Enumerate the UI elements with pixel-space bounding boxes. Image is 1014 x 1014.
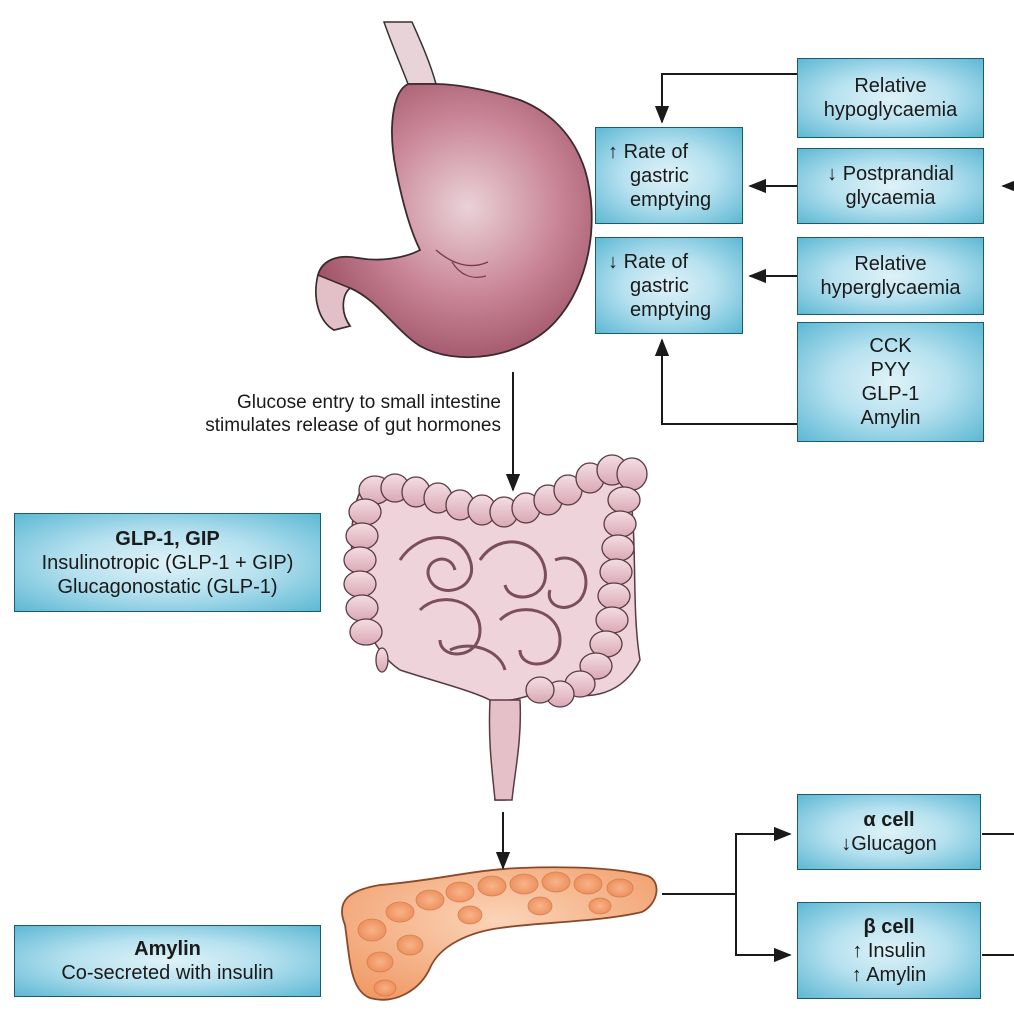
up-arrow-icon: ↑ [608, 141, 618, 163]
arrow-to-beta-cell [736, 894, 790, 955]
increase-gastric-emptying-box: ↑ Rate of gastric emptying [595, 127, 743, 224]
alpha-cell-box: α cell ↓Glucagon [797, 794, 981, 870]
pancreas-illustration [342, 867, 657, 999]
amylin-title: Amylin [134, 937, 201, 961]
down-arrow-icon: ↓ [841, 833, 851, 855]
beta-cell-box: β cell ↑ Insulin ↑ Amylin [797, 902, 981, 999]
gut-hormones-box: CCK PYY GLP-1 Amylin [797, 322, 984, 442]
relative-hypoglycaemia-box: Relative hypoglycaemia [797, 58, 984, 138]
amylin-box: Amylin Co-secreted with insulin [14, 925, 321, 997]
up-arrow-icon: ↑ [852, 964, 862, 986]
relative-hyperglycaemia-box: Relative hyperglycaemia [797, 237, 984, 315]
down-arrow-icon: ↓ [827, 163, 837, 185]
arrow-to-alpha-cell [736, 834, 790, 894]
arrow-hormones-to-decrease [662, 340, 797, 424]
glucose-entry-caption: Glucose entry to small intestine stimula… [81, 391, 501, 437]
decrease-gastric-emptying-box: ↓ Rate of gastric emptying [595, 237, 743, 334]
beta-cell-title: β cell [863, 915, 914, 939]
alpha-cell-title: α cell [863, 808, 914, 832]
down-arrow-icon: ↓ [608, 251, 618, 273]
up-arrow-icon: ↑ [852, 940, 862, 962]
postprandial-glycaemia-box: ↓ Postprandial glycaemia [797, 148, 984, 224]
glp1-gip-box: GLP-1, GIP Insulinotropic (GLP-1 + GIP) … [14, 513, 321, 612]
intestine-illustration [344, 455, 647, 800]
stomach-illustration [316, 22, 592, 357]
arrow-hypoglycaemia-to-increase [662, 74, 797, 122]
glp1-gip-title: GLP-1, GIP [115, 527, 219, 551]
